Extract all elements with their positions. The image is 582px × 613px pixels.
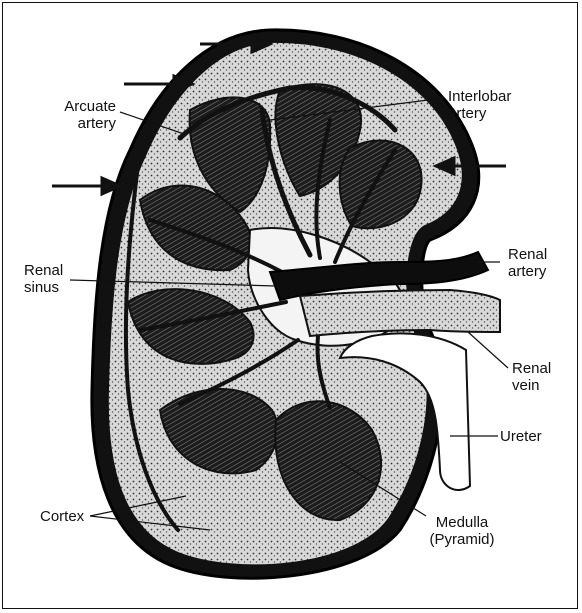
label-interlobar-line1: Interlobar: [448, 88, 512, 105]
renal-artery-vessel: [268, 250, 490, 302]
label-renal-vein-line2: vein: [512, 377, 540, 394]
label-medulla-line2: (Pyramid): [429, 531, 495, 548]
renal-vein-vessel: [298, 288, 501, 338]
label-renal-artery: Renal artery: [508, 246, 547, 280]
arrow-top: [200, 33, 274, 55]
label-renal-artery-line2: artery: [508, 263, 547, 280]
blood-vessels: [123, 84, 398, 532]
renal-pyramids: [126, 83, 423, 522]
label-renal-vein-line1: Renal: [512, 360, 552, 377]
label-renal-sinus: Renal sinus: [24, 262, 63, 296]
label-interlobar-artery: Interlobar artery: [448, 88, 511, 122]
label-cortex: Cortex: [40, 508, 85, 525]
arrow-left: [52, 175, 124, 197]
pyramid-5: [126, 288, 255, 365]
label-renal-vein: Renal vein: [512, 360, 551, 394]
pointer-arrows: [52, 33, 506, 197]
label-renal-sinus-line2: sinus: [24, 279, 60, 296]
label-arcuate-line2: artery: [77, 115, 116, 132]
label-ureter: Ureter: [500, 428, 542, 445]
label-interlobar-line2: artery: [448, 105, 487, 122]
label-medulla-line1: Medulla: [435, 514, 489, 531]
label-arcuate-line1: Arcuate: [64, 98, 116, 115]
leader-lines: [69, 97, 509, 531]
arrow-right: [432, 155, 506, 177]
label-renal-sinus-line1: Renal: [24, 262, 64, 279]
label-medulla: Medulla (Pyramid): [414, 514, 510, 548]
label-renal-artery-line1: Renal: [508, 246, 548, 263]
arrow-upper-left: [124, 73, 196, 95]
label-arcuate-artery: Arcuate artery: [44, 98, 116, 132]
ureter-vessel: [338, 332, 472, 491]
